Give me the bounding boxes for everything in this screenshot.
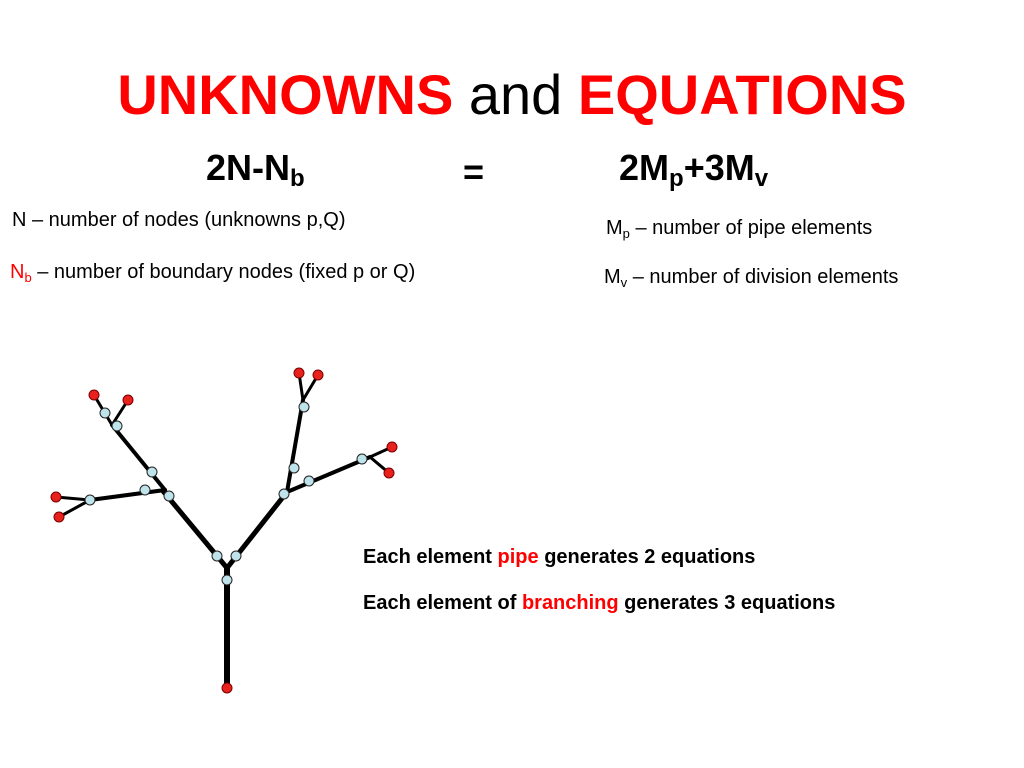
internal-node (139, 484, 151, 496)
note-branching-prefix: Each element of (363, 592, 522, 614)
title-and: and (453, 63, 578, 126)
internal-node (111, 420, 123, 432)
note-pipe: Each element pipe generates 2 equations (363, 545, 755, 569)
definition-nb-symbol: N (10, 261, 25, 283)
definition-mv-text: – number of division elements (627, 266, 899, 288)
internal-node (288, 462, 300, 474)
definition-nb-sub: b (24, 270, 32, 285)
nodes (50, 367, 398, 694)
boundary-node (312, 369, 324, 381)
boundary-node (386, 441, 398, 453)
internal-node (84, 494, 96, 506)
boundary-node (53, 511, 65, 523)
equation-left: 2N-Nb (206, 147, 305, 191)
internal-node (211, 550, 223, 562)
internal-node (221, 574, 233, 586)
boundary-node (293, 367, 305, 379)
definition-mp-text: – number of pipe elements (629, 217, 873, 239)
equation-right-b-sub: v (754, 165, 769, 192)
equation-right-b: +3M (683, 147, 755, 188)
equation-equals: = (463, 151, 485, 192)
boundary-node (383, 467, 395, 479)
definition-nb-text: – number of boundary nodes (fixed p or Q… (31, 261, 416, 283)
internal-node (230, 550, 242, 562)
equation-right-a: 2M (619, 147, 670, 188)
pipe-segment (285, 398, 305, 494)
pipe-segment (285, 455, 372, 494)
equation-right-a-sub: p (669, 165, 684, 192)
title-unknowns: UNKNOWNS (117, 63, 454, 126)
definition-mv-symbol: M (604, 266, 621, 288)
definition-mv-sub: v (620, 275, 628, 290)
boundary-node (50, 491, 62, 503)
internal-node (99, 407, 111, 419)
boundary-node (221, 682, 233, 694)
note-pipe-suffix: generates 2 equations (538, 546, 756, 568)
boundary-node (88, 389, 100, 401)
internal-node (278, 488, 290, 500)
note-branching-suffix: generates 3 equations (618, 592, 836, 614)
note-pipe-keyword: pipe (497, 546, 539, 568)
pipe-segment (57, 498, 92, 519)
internal-node (356, 453, 368, 465)
internal-node (303, 475, 315, 487)
definition-mp-sub: p (622, 226, 630, 241)
slide-title: UNKNOWNS and EQUATIONS (0, 62, 1024, 128)
pipe-segment (110, 423, 167, 492)
note-branching-keyword: branching (521, 592, 619, 614)
definition-mp: Mp – number of pipe elements (606, 216, 872, 240)
definition-n: N – number of nodes (unknowns p,Q) (12, 209, 346, 231)
definition-mv: Mv – number of division elements (604, 265, 898, 289)
note-pipe-prefix: Each element (363, 546, 498, 568)
definition-mp-symbol: M (606, 217, 623, 239)
internal-node (298, 401, 310, 413)
pipe-segment (88, 488, 167, 502)
definition-nb: Nb – number of boundary nodes (fixed p o… (10, 260, 415, 284)
pipe-network-diagram (50, 367, 398, 694)
pipe-segment (54, 495, 92, 502)
internal-node (146, 466, 158, 478)
internal-node (163, 490, 175, 502)
boundary-node (122, 394, 134, 406)
equation-left-base: 2N-N (206, 147, 291, 188)
title-equations: EQUATIONS (577, 63, 907, 126)
pipes (54, 371, 394, 691)
equation-right: 2Mp+3Mv (619, 147, 768, 191)
note-branching: Each element of branching generates 3 eq… (363, 591, 835, 615)
equation-left-sub: b (290, 165, 305, 192)
